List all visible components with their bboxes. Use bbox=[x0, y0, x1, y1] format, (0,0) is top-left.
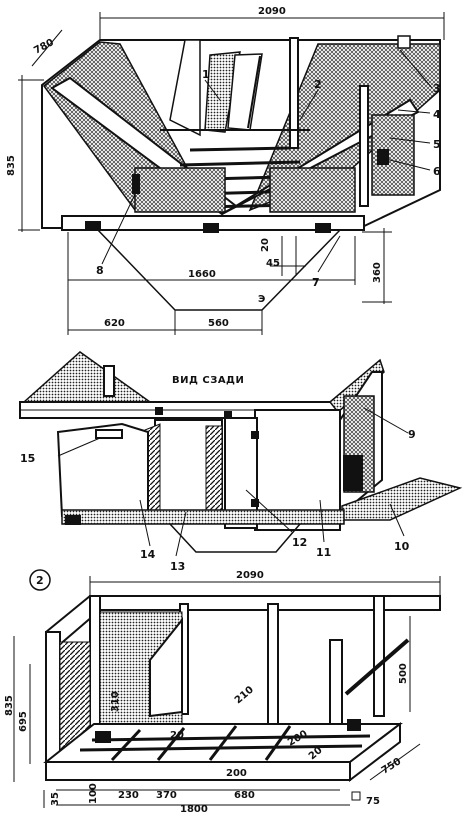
callout-11: 11 bbox=[316, 546, 331, 559]
dim-frame-seg-370: 370 bbox=[156, 790, 177, 801]
dim-top-length: 2090 bbox=[258, 6, 286, 17]
dim-frame-base-length: 1800 bbox=[180, 804, 208, 815]
dim-frame-inner-200-b: 200 bbox=[226, 768, 247, 779]
callout-14: 14 bbox=[140, 548, 156, 561]
dim-frame-foot-75: 75 bbox=[366, 796, 380, 807]
dim-top-base: 1660 bbox=[188, 269, 216, 280]
figure-number: 2 bbox=[36, 574, 44, 587]
dim-frame-seg-100: 100 bbox=[88, 783, 99, 804]
dim-frame-base-height: 35 bbox=[50, 792, 61, 806]
callout-3: 3 bbox=[433, 82, 441, 95]
dim-top-ref-mark: Э bbox=[258, 294, 265, 305]
dim-frame-seg-230: 230 bbox=[118, 790, 139, 801]
callout-12: 12 bbox=[292, 536, 307, 549]
dim-frame-inner-20-a: 20 bbox=[170, 730, 184, 741]
callout-8: 8 bbox=[96, 264, 104, 277]
callout-5: 5 bbox=[433, 138, 441, 151]
callout-6: 6 bbox=[433, 165, 441, 178]
dim-frame-height-inner: 695 bbox=[18, 711, 29, 732]
dim-frame-width: 750 bbox=[380, 756, 404, 776]
dim-frame-inner-310: 310 bbox=[110, 691, 121, 712]
dim-top-gap-b: 45 bbox=[266, 258, 280, 269]
frame-view bbox=[13, 576, 441, 808]
dim-top-leg-height: 360 bbox=[372, 262, 383, 283]
dim-frame-height-total: 835 bbox=[4, 695, 15, 716]
callout-2: 2 bbox=[314, 78, 322, 91]
callout-4: 4 bbox=[433, 108, 441, 121]
callout-10: 10 bbox=[394, 540, 410, 553]
dim-frame-post-height: 500 bbox=[398, 663, 409, 684]
callout-9: 9 bbox=[408, 428, 416, 441]
dim-frame-inner-210: 210 bbox=[233, 684, 256, 706]
top-view bbox=[18, 12, 445, 335]
callout-13: 13 bbox=[170, 560, 185, 573]
dim-frame-length: 2090 bbox=[236, 570, 264, 581]
dim-top-mid-span: 560 bbox=[208, 318, 229, 329]
dim-top-depth: 780 bbox=[32, 37, 56, 57]
dim-frame-seg-680: 680 bbox=[234, 790, 255, 801]
dim-top-height: 835 bbox=[6, 155, 17, 176]
section-title-rear-view: ВИД СЗАДИ bbox=[172, 375, 244, 386]
figure-number-badge: 2 bbox=[29, 569, 51, 591]
dim-top-gap-a: 20 bbox=[260, 238, 271, 252]
callout-1: 1 bbox=[202, 68, 210, 81]
callout-15: 15 bbox=[20, 452, 35, 465]
rear-view bbox=[19, 351, 463, 557]
callout-7: 7 bbox=[312, 276, 320, 289]
dim-top-left-offset: 620 bbox=[104, 318, 125, 329]
